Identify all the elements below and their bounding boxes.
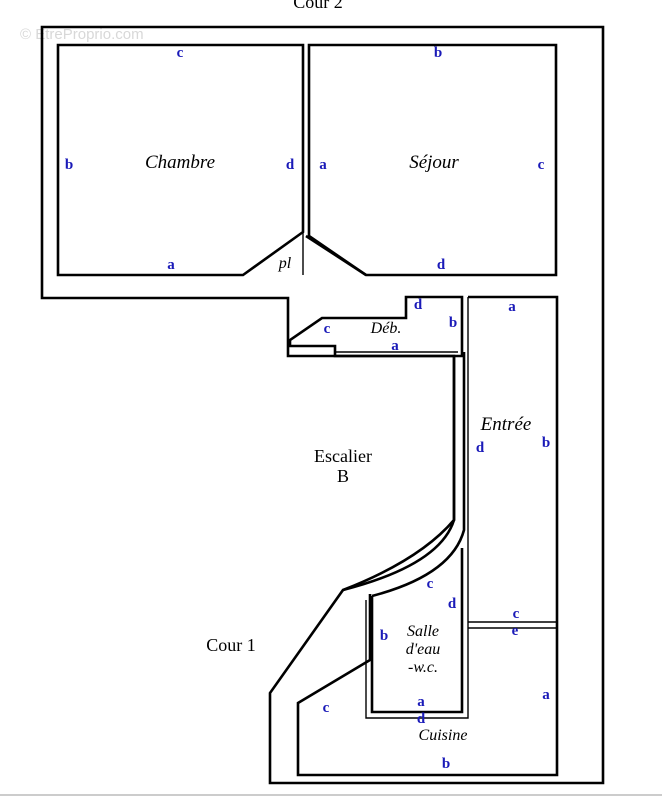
watermark-text: © EtreProprio.com <box>20 26 144 43</box>
debarras-wall <box>288 295 464 358</box>
wall-letter-salle-top: c <box>427 576 434 592</box>
wall-letter-cuisine-left: c <box>323 700 330 716</box>
sejour-wall <box>307 43 558 277</box>
salle-eau-inner-wall <box>365 548 469 719</box>
corridor-curve-outer <box>342 356 456 592</box>
wall-letter-cuisine-top: d <box>417 711 426 727</box>
wall-letter-deb-top: d <box>414 297 423 313</box>
wall-letter-entree-top: a <box>508 299 516 315</box>
wall-letter-sejour-bottom: d <box>437 257 446 273</box>
wall-letter-sejour-left: a <box>319 157 327 173</box>
salle-eau-label-line3: -w.c. <box>408 659 438 676</box>
wall-letter-chambre-bottom: a <box>167 257 175 273</box>
entree-label: Entrée <box>480 414 532 435</box>
wall-letter-cuisine-top-right: e <box>512 623 519 639</box>
wall-letter-deb-bottom: a <box>391 338 399 354</box>
corridor-curve-inner <box>371 352 466 598</box>
entree-cuisine-divider <box>468 621 557 629</box>
placard-diagonal-right <box>305 234 367 277</box>
wall-letter-deb-left: c <box>324 321 331 337</box>
sejour-label: Séjour <box>409 152 459 173</box>
escalier-letter: B <box>337 466 349 486</box>
wall-letter-entree-left: d <box>476 440 485 456</box>
cour1-label: Cour 1 <box>206 635 256 655</box>
wall-letter-salle-bottom: a <box>417 694 425 710</box>
wall-letter-deb-right: b <box>449 315 457 331</box>
salle-eau-label-line2: d'eau <box>406 641 441 658</box>
escalier-label: Escalier <box>314 446 372 466</box>
wall-letter-chambre-left: b <box>65 157 73 173</box>
wall-letter-sejour-top: b <box>434 45 442 61</box>
wall-letter-chambre-right: d <box>286 157 295 173</box>
outer-wall <box>40 25 605 785</box>
salle-eau-wall <box>370 548 464 714</box>
placard-wall <box>242 230 304 276</box>
wall-letter-cuisine-right: a <box>542 687 550 703</box>
cour2-label: Cour 2 <box>293 0 343 12</box>
wall-letter-salle-right: d <box>448 596 457 612</box>
entree-wall <box>296 295 559 777</box>
placard-label: pl <box>278 255 292 272</box>
cuisine-label: Cuisine <box>419 727 468 744</box>
wall-letter-entree-right: b <box>542 435 550 451</box>
wall-letter-chambre-top: c <box>177 45 184 61</box>
wall-letter-sejour-right: c <box>538 157 545 173</box>
wall-letter-cuisine-bottom: b <box>442 756 450 772</box>
wall-letter-entree-bottom: c <box>513 606 520 622</box>
debarras-label: Déb. <box>370 320 402 337</box>
wall-letter-salle-left: b <box>380 628 388 644</box>
chambre-label: Chambre <box>145 152 215 173</box>
salle-eau-label-line1: Salle <box>407 623 439 640</box>
